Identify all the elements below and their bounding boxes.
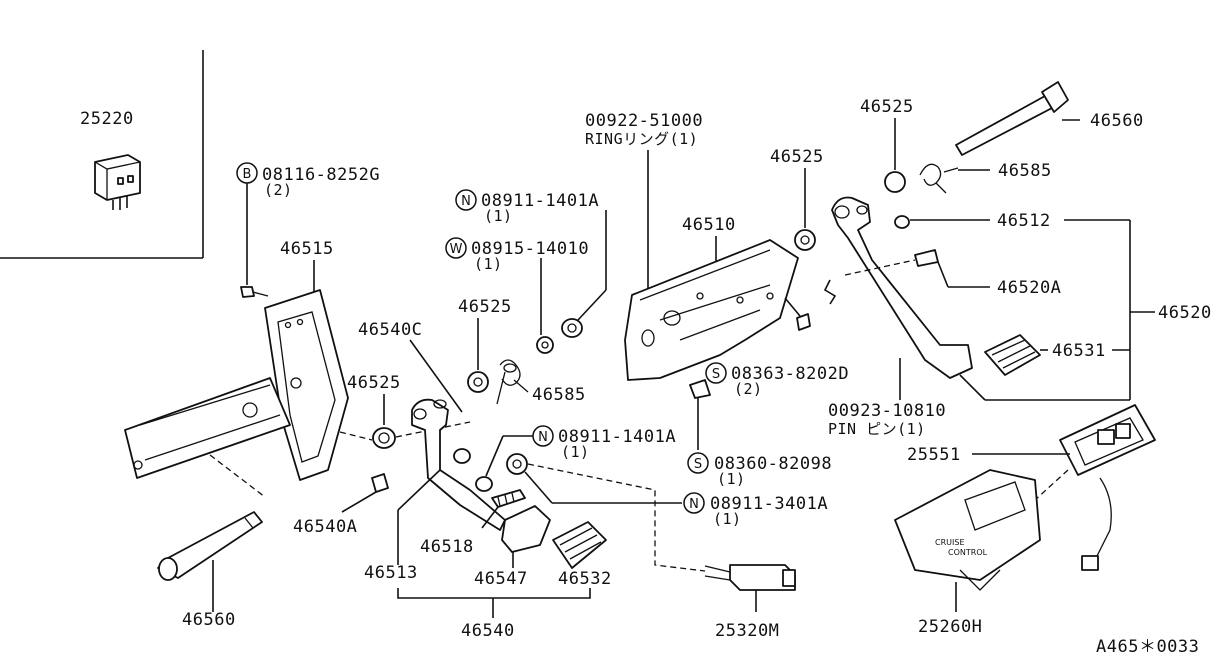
- screw-08360: S 08360-82098 (1): [687, 452, 832, 488]
- pivot-bolt-46560-bottom: [157, 511, 263, 581]
- label-08116: 08116-8252G: [262, 165, 380, 185]
- pad-46532: [552, 521, 607, 569]
- qty-08911-1401a-top: (1): [484, 207, 513, 225]
- switch-25320m: [704, 564, 796, 591]
- label-46525-upper: 46525: [770, 147, 824, 167]
- module-text-control: CONTROL: [948, 548, 988, 557]
- label-25260h: 25260H: [918, 617, 982, 637]
- nut-08911-1401a-mid: N 08911-1401A (1): [532, 425, 676, 461]
- washer-part: [536, 336, 554, 354]
- label-08911-1401a-top: 08911-1401A: [481, 191, 599, 211]
- nut-part-3401a: [506, 453, 528, 475]
- symbol-s-2: S: [694, 457, 702, 472]
- label-46547: 46547: [474, 569, 528, 589]
- mount-plate: [124, 377, 291, 479]
- nut-part-top: [561, 318, 583, 338]
- label-46512: 46512: [997, 211, 1051, 231]
- stopper-46518: [491, 489, 526, 508]
- label-46525-mid: 46525: [458, 297, 512, 317]
- label-25220: 25220: [80, 109, 134, 129]
- pedal-arm-46513: [411, 398, 506, 531]
- symbol-n-2: N: [538, 430, 548, 445]
- desc-00923: PIN ピン(1): [828, 420, 926, 438]
- label-46525-top: 46525: [860, 97, 914, 117]
- spring-46585-left: [496, 359, 529, 405]
- qty-08363: (2): [734, 380, 763, 398]
- screw-part-08360: [689, 379, 711, 399]
- label-25551: 25551: [907, 445, 961, 465]
- label-46585-left: 46585: [532, 385, 586, 405]
- symbol-n-3: N: [689, 497, 699, 512]
- relay-inset: 25220: [0, 50, 204, 259]
- symbol-n-1: N: [461, 194, 471, 209]
- module-text-cruise: CRUISE: [935, 538, 965, 547]
- label-08915: 08915-14010: [471, 239, 589, 259]
- label-08911-3401a: 08911-3401A: [710, 494, 828, 514]
- label-46510: 46510: [682, 215, 736, 235]
- bushing-46512: [894, 215, 910, 229]
- qty-08911-1401a-mid: (1): [561, 443, 590, 461]
- bolt-08116: B 08116-8252G (2): [236, 162, 380, 298]
- bushing-46525-top: [884, 171, 906, 193]
- nut-part-mid: [475, 476, 493, 492]
- bushing-small-mid: [453, 448, 471, 464]
- bushing-46525-left: [372, 427, 396, 449]
- label-08360: 08360-82098: [714, 454, 832, 474]
- label-46515: 46515: [280, 239, 334, 259]
- nut-08911-3401a: N 08911-3401A (1): [683, 492, 828, 528]
- connector-25551: [1059, 404, 1156, 571]
- bracket-46510: [624, 239, 799, 381]
- spring-46585-right: [919, 163, 959, 194]
- label-25320m: 25320M: [715, 621, 779, 641]
- screw-part-08363: [796, 313, 811, 331]
- bracket-46515: [264, 289, 349, 481]
- label-46532: 46532: [558, 569, 612, 589]
- label-46540a: 46540A: [293, 517, 357, 537]
- bushing-46525-mid: [467, 371, 489, 393]
- qty-08360: (1): [717, 470, 746, 488]
- bushing-46525-upper: [794, 229, 816, 251]
- washer-08915: W 08915-14010 (1): [445, 237, 589, 273]
- label-46520a: 46520A: [997, 278, 1061, 298]
- label-46520: 46520: [1158, 303, 1212, 323]
- pedal-arm-46520: [831, 196, 973, 379]
- label-46525-left: 46525: [347, 373, 401, 393]
- qty-08915: (1): [474, 255, 503, 273]
- label-00922: 00922-51000: [585, 111, 703, 131]
- qty-08911-3401a: (1): [713, 510, 742, 528]
- label-00923: 00923-10810: [828, 401, 946, 421]
- label-46560-bottom: 46560: [182, 610, 236, 630]
- drawing-code: A465＊0033: [1096, 637, 1199, 657]
- qty-08116: (2): [264, 181, 293, 199]
- nut-08911-1401a-top: N 08911-1401A (1): [455, 189, 599, 225]
- label-46560-top: 46560: [1090, 111, 1144, 131]
- label-08911-1401a-mid: 08911-1401A: [558, 427, 676, 447]
- bolt-46540a: [371, 473, 389, 493]
- label-46513: 46513: [364, 563, 418, 583]
- pad-46531: [984, 334, 1041, 376]
- label-46585-right: 46585: [998, 161, 1052, 181]
- symbol-b: B: [243, 167, 252, 182]
- module-25260h: CRUISE CONTROL: [894, 469, 1041, 591]
- screw-08363: S 08363-8202D (2): [705, 362, 849, 398]
- label-46540c: 46540C: [358, 320, 422, 340]
- bolt-46520a: [914, 249, 939, 267]
- label-46518: 46518: [420, 537, 474, 557]
- label-46531: 46531: [1052, 341, 1106, 361]
- relay-25220-part: [94, 154, 141, 210]
- pivot-bolt-46560-top: [955, 81, 1069, 156]
- label-08363: 08363-8202D: [731, 364, 849, 384]
- pad-46547: [501, 505, 551, 553]
- symbol-w: W: [450, 242, 463, 257]
- desc-00922: RINGリング(1): [585, 130, 698, 148]
- label-46540: 46540: [461, 621, 515, 641]
- symbol-s-1: S: [712, 367, 720, 382]
